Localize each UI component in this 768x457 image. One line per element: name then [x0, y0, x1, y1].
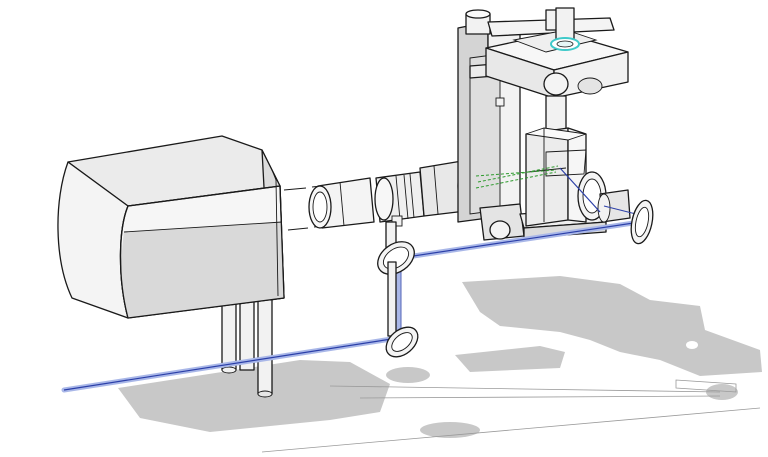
floor-shadow: [118, 276, 762, 438]
steering-mirror: [630, 199, 654, 245]
periscope-mirror-lower: [385, 261, 419, 358]
camera-body: [57, 135, 285, 319]
objective-holder: [543, 7, 603, 137]
periscope-mirror-upper: [377, 221, 415, 275]
emission-beam: [475, 165, 559, 189]
camera-support-posts: [221, 297, 273, 398]
excitation-laser-beam: [61, 167, 643, 393]
filter-cube: [525, 127, 587, 227]
tube-lens-assembly: [308, 158, 483, 229]
floor-lines: [261, 379, 761, 453]
right-lens-mount: [577, 171, 631, 223]
